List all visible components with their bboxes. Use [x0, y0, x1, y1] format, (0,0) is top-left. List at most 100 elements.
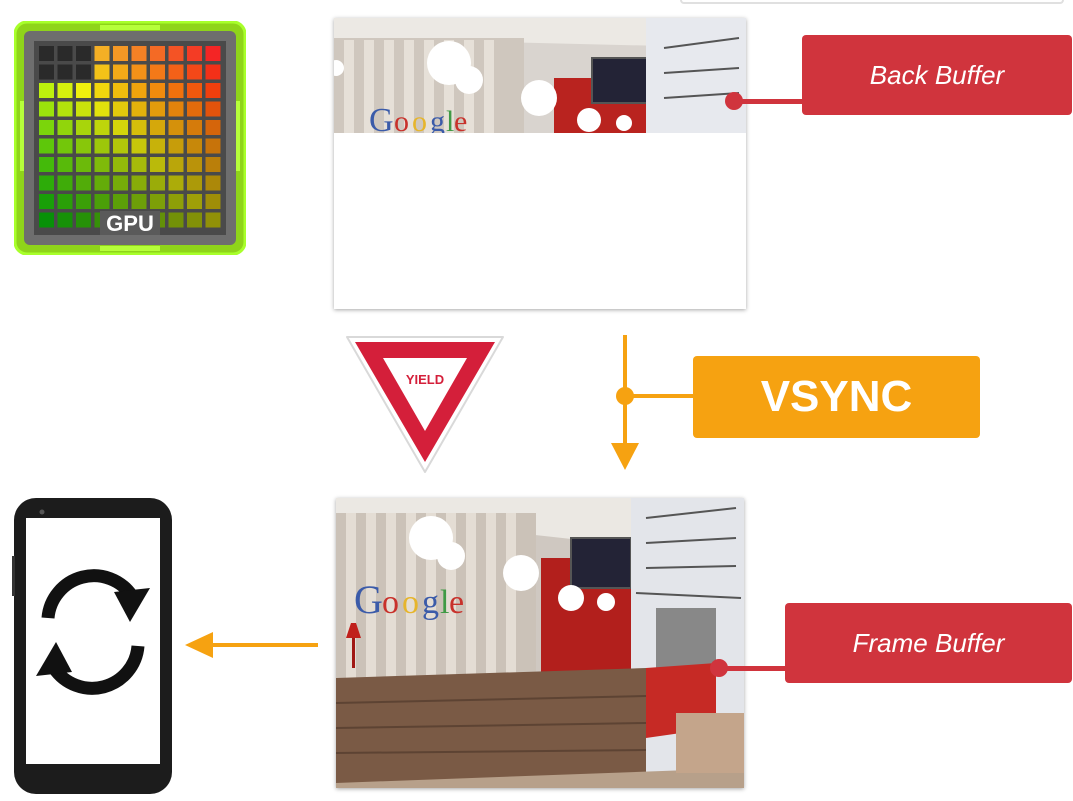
gpu-cell: [131, 83, 147, 98]
gpu-cell: [168, 138, 184, 154]
gpu-cell: [205, 138, 221, 154]
svg-text:o: o: [394, 105, 409, 133]
gpu-cell: [150, 46, 165, 61]
gpu-cell: [39, 64, 54, 80]
phone-icon: [12, 498, 172, 794]
gpu-cell: [150, 157, 165, 172]
svg-text:o: o: [382, 584, 399, 621]
gpu-cell: [205, 157, 221, 172]
gpu-cell: [76, 157, 91, 172]
back-buffer-connector: [734, 99, 804, 104]
vsync-down-arrow-icon: [611, 335, 700, 470]
gpu-cell: [187, 120, 202, 135]
back-buffer-image: G o o g l e: [334, 18, 746, 309]
gpu-cell: [57, 157, 73, 172]
svg-text:e: e: [449, 584, 464, 621]
gpu-cell: [131, 46, 147, 61]
gpu-cell: [205, 46, 221, 61]
gpu-cell: [57, 101, 73, 117]
gpu-cell: [39, 46, 54, 61]
svg-text:g: g: [430, 105, 445, 133]
gpu-cell: [187, 46, 202, 61]
back-buffer-pointer-dot: [725, 92, 743, 110]
gpu-cell: [57, 46, 73, 61]
gpu-cell: [39, 212, 54, 228]
gpu-cell: [76, 120, 91, 135]
gpu-cell: [113, 83, 128, 98]
gpu-cell: [187, 64, 202, 80]
gpu-cell: [150, 120, 165, 135]
gpu-cell: [168, 46, 184, 61]
gpu-cell: [39, 101, 54, 117]
gpu-cell: [76, 83, 91, 98]
gpu-cell: [131, 120, 147, 135]
gpu-cell: [113, 138, 128, 154]
gpu-cell: [94, 64, 110, 80]
present-arrow: [185, 626, 320, 664]
yield-sign: YIELD: [343, 333, 507, 475]
gpu-cell: [131, 101, 147, 117]
gpu-cell: [187, 157, 202, 172]
gpu-cell: [131, 157, 147, 172]
svg-text:o: o: [402, 584, 419, 621]
svg-text:l: l: [446, 105, 454, 133]
gpu-cell: [39, 175, 54, 191]
frame-buffer-label: Frame Buffer: [785, 603, 1072, 683]
gpu-cell: [187, 212, 202, 228]
gpu-cell: [57, 194, 73, 209]
gpu-cell: [150, 138, 165, 154]
gpu-cell: [113, 157, 128, 172]
gpu-chip-icon: GPU: [13, 20, 247, 256]
gpu-cell: [205, 194, 221, 209]
gpu-cell: [168, 194, 184, 209]
gpu-cell: [57, 212, 73, 228]
gpu-cell: [205, 64, 221, 80]
gpu-cell-grid: [39, 46, 221, 228]
gpu-cell: [205, 83, 221, 98]
svg-text:l: l: [440, 584, 449, 621]
yield-sign-icon: YIELD: [346, 336, 504, 473]
gpu-cell: [150, 83, 165, 98]
gpu-cell: [168, 101, 184, 117]
gpu-cell: [168, 83, 184, 98]
vsync-label: VSYNC: [693, 356, 980, 438]
frame-buffer-connector: [719, 666, 787, 671]
gpu-cell: [131, 175, 147, 191]
gpu-cell: [205, 101, 221, 117]
gpu-cell: [150, 194, 165, 209]
gpu-cell: [76, 138, 91, 154]
gpu-cell: [187, 101, 202, 117]
gpu-cell: [113, 46, 128, 61]
gpu-cell: [131, 64, 147, 80]
gpu-cell: [150, 101, 165, 117]
refresh-icon: [36, 569, 150, 695]
gpu-cell: [39, 83, 54, 98]
gpu-cell: [168, 120, 184, 135]
left-arrow-icon: [185, 632, 318, 658]
gpu-cell: [187, 138, 202, 154]
gpu-label: GPU: [106, 211, 154, 236]
gpu-cell: [57, 120, 73, 135]
svg-text:e: e: [454, 105, 467, 133]
gpu-cell: [94, 120, 110, 135]
svg-text:o: o: [412, 105, 427, 133]
gpu-cell: [131, 194, 147, 209]
gpu-cell: [113, 101, 128, 117]
gpu-cell: [94, 101, 110, 117]
top-edge-frame: [680, 0, 1064, 4]
yield-label: YIELD: [406, 372, 444, 387]
gpu-cell: [39, 138, 54, 154]
phone: [12, 496, 174, 796]
gpu-cell: [76, 46, 91, 61]
gpu-cell: [57, 138, 73, 154]
gpu-cell: [76, 101, 91, 117]
gpu-cell: [94, 157, 110, 172]
gpu-cell: [205, 120, 221, 135]
gpu-cell: [39, 120, 54, 135]
gpu-cell: [168, 64, 184, 80]
gpu-cell: [113, 194, 128, 209]
gpu-cell: [150, 64, 165, 80]
frame-buffer-image: G o o g l e: [336, 498, 744, 788]
gpu-cell: [94, 175, 110, 191]
gpu-cell: [76, 64, 91, 80]
